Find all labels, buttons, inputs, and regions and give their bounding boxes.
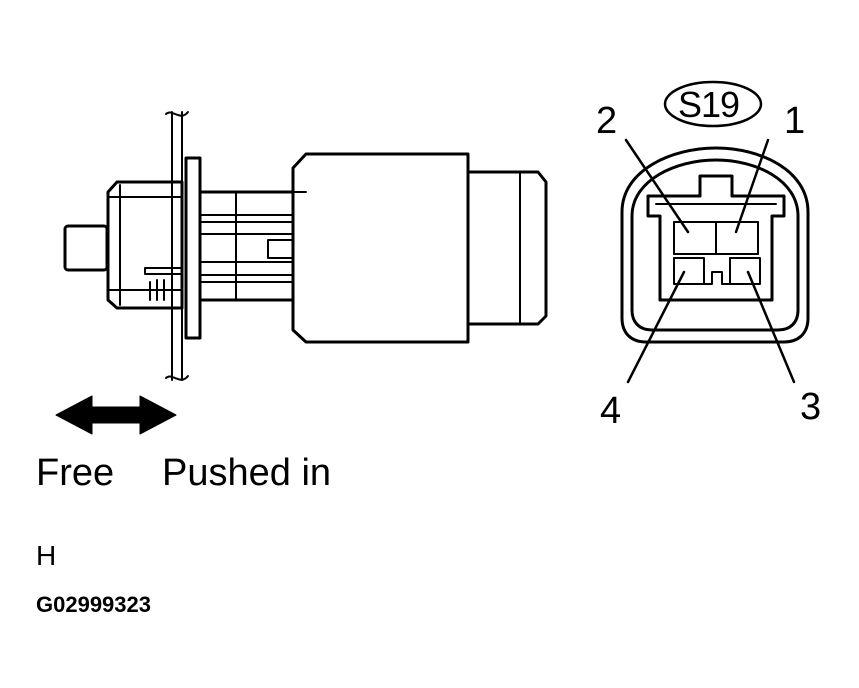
terminal-3 xyxy=(729,257,761,285)
pin-label-4: 4 xyxy=(600,390,622,432)
pin-4-leader xyxy=(626,270,686,384)
pin-label-1: 1 xyxy=(784,100,806,142)
view-letter: H xyxy=(36,540,57,571)
mounting-panel xyxy=(165,111,189,381)
pin-label-3: 3 xyxy=(800,386,822,428)
switch-housing xyxy=(291,152,470,344)
terminal-1 xyxy=(715,221,759,255)
pin-1-leader xyxy=(734,138,770,234)
terminal-4 xyxy=(673,257,705,285)
figure-id: G02999323 xyxy=(36,592,151,617)
connector-inner-shell xyxy=(630,158,800,332)
pin-2-leader xyxy=(624,138,690,234)
plunger xyxy=(63,224,109,272)
switch-side-view xyxy=(63,111,548,381)
connector-front-view xyxy=(620,80,810,384)
switch-flange xyxy=(184,156,202,340)
label-pushed-in: Pushed in xyxy=(162,452,332,494)
pin-label-2: 2 xyxy=(596,100,618,142)
label-free: Free xyxy=(36,452,115,494)
switch-rear-connector xyxy=(466,170,548,326)
connector-code: S19 xyxy=(678,84,740,125)
double-arrow-icon xyxy=(55,395,177,435)
pin-3-leader xyxy=(746,270,796,384)
connector-code-bubble xyxy=(663,80,763,128)
